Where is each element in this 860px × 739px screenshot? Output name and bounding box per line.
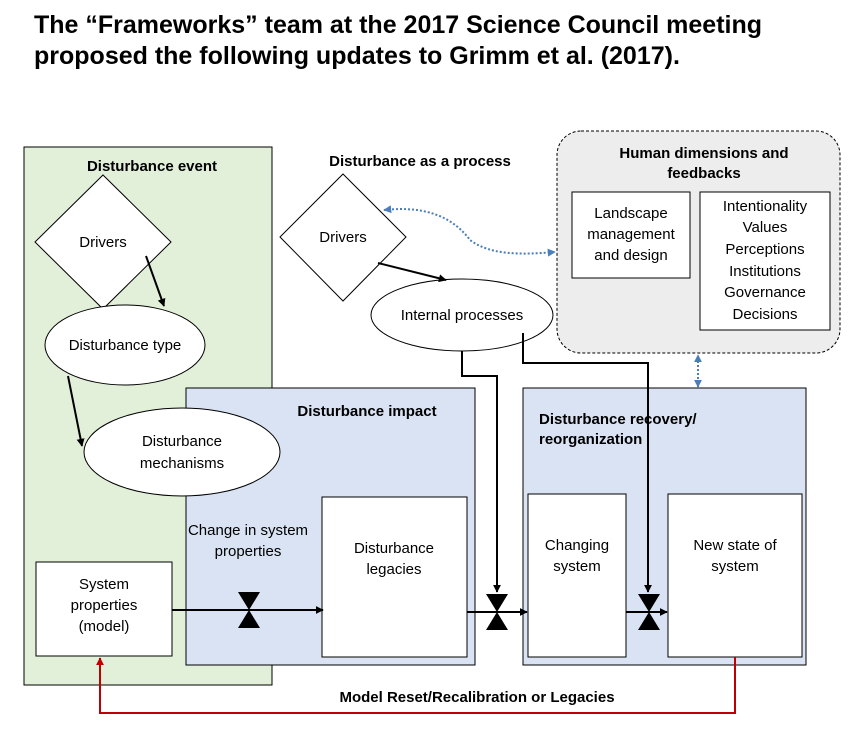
dotted-link-drivers-human bbox=[383, 205, 556, 257]
recovery-heading-line-1: Disturbance recovery/ bbox=[539, 411, 697, 428]
human-heading-line-2: feedbacks bbox=[667, 165, 740, 182]
arrow-internal-to-recovery-valve bbox=[522, 333, 652, 593]
landscape-management-box bbox=[571, 191, 691, 279]
factor-governance: Governance bbox=[724, 284, 806, 301]
recovery-heading-line-2: reorganization bbox=[539, 431, 642, 448]
new-state-line-1: New state of bbox=[693, 537, 777, 554]
mechanisms-line-2: mechanisms bbox=[140, 455, 224, 472]
internal-processes-label: Internal processes bbox=[401, 307, 524, 324]
arrow-drivers-to-internal bbox=[377, 262, 447, 283]
mechanisms-line-1: Disturbance bbox=[142, 433, 222, 450]
legacies-line-2: legacies bbox=[366, 561, 421, 578]
process-drivers-label: Drivers bbox=[319, 229, 367, 246]
system-properties-line-1: System bbox=[79, 576, 129, 593]
factor-values: Values bbox=[743, 219, 788, 236]
changing-system-line-1: Changing bbox=[545, 537, 609, 554]
feedback-loop-label: Model Reset/Recalibration or Legacies bbox=[339, 689, 614, 706]
slide-title-line-1: The “Frameworks” team at the 2017 Scienc… bbox=[34, 11, 763, 39]
disturbance-type-label: Disturbance type bbox=[69, 337, 182, 354]
landscape-line-2: management bbox=[587, 226, 675, 243]
valve-change-properties-bottom bbox=[238, 610, 260, 628]
new-state-box bbox=[667, 493, 803, 658]
landscape-line-1: Landscape bbox=[594, 205, 667, 222]
disturbance-mechanisms-ellipse bbox=[83, 407, 281, 497]
valve-recovery-bottom bbox=[638, 612, 660, 630]
system-properties-line-2: properties bbox=[71, 597, 138, 614]
feedback-loop-arrow bbox=[96, 657, 736, 714]
slide-title-line-2: proposed the following updates to Grimm … bbox=[34, 42, 680, 70]
factor-intentionality: Intentionality bbox=[723, 198, 808, 215]
factor-perceptions: Perceptions bbox=[725, 241, 804, 258]
human-heading-line-1: Human dimensions and bbox=[619, 145, 788, 162]
event-drivers-label: Drivers bbox=[79, 234, 127, 251]
valve-legacies-bottom bbox=[486, 612, 508, 630]
changing-system-line-2: system bbox=[553, 558, 601, 575]
valve-recovery bbox=[638, 594, 660, 612]
change-properties-line-2: properties bbox=[215, 543, 282, 560]
landscape-line-3: and design bbox=[594, 247, 667, 264]
slide-title: The “Frameworks” team at the 2017 Scienc… bbox=[34, 10, 854, 72]
disturbance-event-heading: Disturbance event bbox=[87, 158, 217, 175]
process-heading: Disturbance as a process bbox=[329, 153, 511, 170]
system-properties-box bbox=[35, 561, 173, 657]
arrow-internal-to-legacies-valve bbox=[461, 351, 501, 593]
new-state-line-2: system bbox=[711, 558, 759, 575]
human-factors-box bbox=[699, 191, 831, 331]
disturbance-type-ellipse bbox=[44, 304, 206, 386]
arrow-type-to-mechanisms bbox=[67, 375, 85, 447]
factor-decisions: Decisions bbox=[732, 306, 797, 323]
changing-system-box bbox=[527, 493, 627, 658]
change-properties-line-1: Change in system bbox=[188, 522, 308, 539]
disturbance-impact-heading: Disturbance impact bbox=[297, 403, 436, 420]
disturbance-legacies-box bbox=[321, 496, 468, 658]
factor-institutions: Institutions bbox=[729, 263, 801, 280]
system-properties-line-3: (model) bbox=[79, 618, 130, 635]
valve-change-properties bbox=[238, 592, 260, 610]
valve-legacies bbox=[486, 594, 508, 612]
arrow-drivers-to-type bbox=[145, 255, 166, 307]
legacies-line-1: Disturbance bbox=[354, 540, 434, 557]
